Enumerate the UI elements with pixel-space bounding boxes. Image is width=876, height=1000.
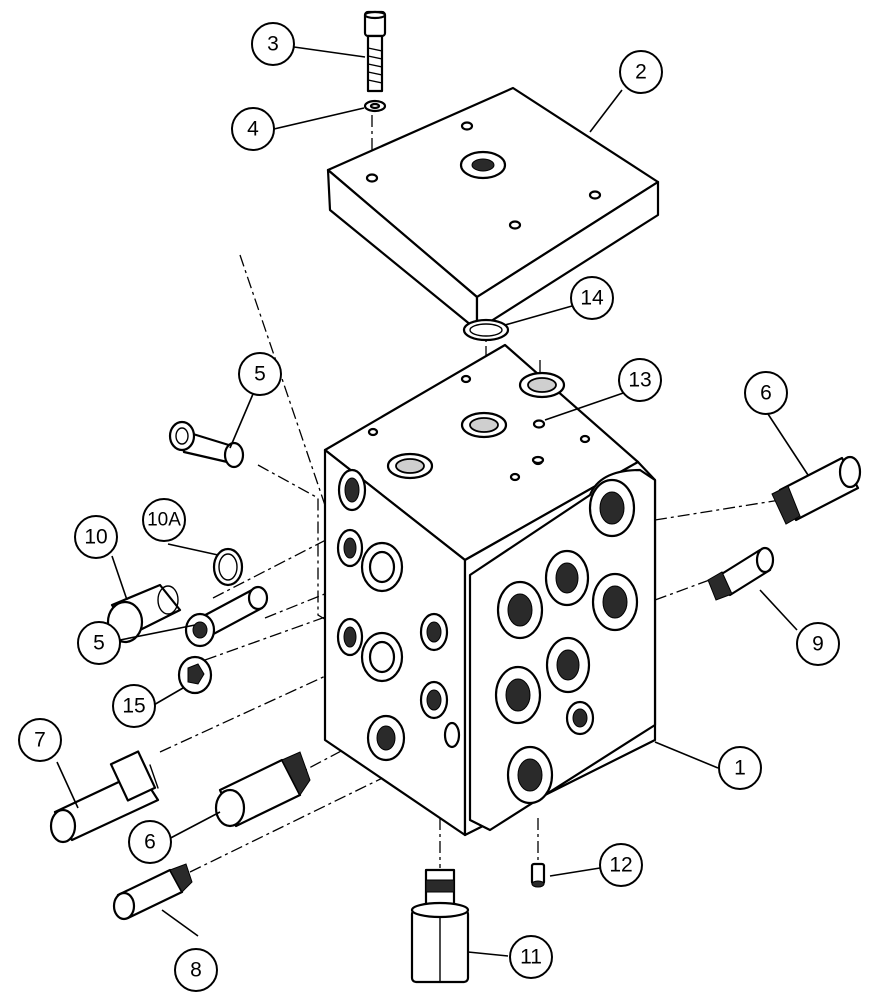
valve-8 [112,863,193,921]
valve-6-lower [214,751,311,828]
callout-15: 15 [112,684,156,728]
callout-8-label: 8 [190,959,202,982]
cap-screw [363,10,387,93]
seal-ring-10a [212,547,244,587]
callout-12-label: 12 [609,854,632,877]
callout-9-label: 9 [812,633,824,656]
valve-11 [410,868,470,984]
cartridge-5-lower [184,585,269,648]
valve-body [323,343,657,837]
callout-7: 7 [18,718,62,762]
callout-6-lower: 6 [128,820,172,864]
plug-12 [530,862,546,888]
callout-13-label: 13 [628,369,651,392]
callout-1-label: 1 [734,757,746,780]
o-ring-13 [532,419,546,429]
callout-6-lower-label: 6 [144,831,156,854]
plug-15 [177,655,213,695]
callout-14-label: 14 [580,287,604,310]
callout-13: 13 [618,358,662,402]
callout-5-lower: 5 [77,621,121,665]
callout-4-label: 4 [247,118,259,141]
callout-10-label: 10 [84,526,107,549]
callout-6-upper: 6 [744,371,788,415]
callout-10: 10 [74,515,118,559]
callout-5-upper: 5 [238,352,282,396]
callout-5-lower-label: 5 [93,632,105,655]
valve-6-upper [771,455,862,525]
callout-5-upper-label: 5 [254,363,266,386]
cartridge-5-upper [168,420,245,469]
callout-2: 2 [619,50,663,94]
callout-1: 1 [718,746,762,790]
cover-plate [326,86,660,332]
callout-11: 11 [509,935,553,979]
valve-7 [49,750,160,844]
callout-12: 12 [599,843,643,887]
callout-10a: 10A [142,498,186,542]
callout-11-label: 11 [520,946,542,969]
callout-3: 3 [251,22,295,66]
callout-2-label: 2 [635,61,647,84]
callout-15-label: 15 [122,695,145,718]
callout-8: 8 [174,948,218,992]
callout-7-label: 7 [34,729,46,752]
callout-4: 4 [231,107,275,151]
o-ring-14 [462,318,510,342]
washer [363,99,387,113]
callout-3-label: 3 [267,33,279,56]
valve-9 [707,546,775,601]
callout-6-upper-label: 6 [760,382,772,405]
leader-lines [56,46,809,957]
callout-14: 14 [570,276,614,320]
callout-10a-label: 10A [147,510,181,531]
callout-9: 9 [796,622,840,666]
plug-10 [106,583,182,644]
